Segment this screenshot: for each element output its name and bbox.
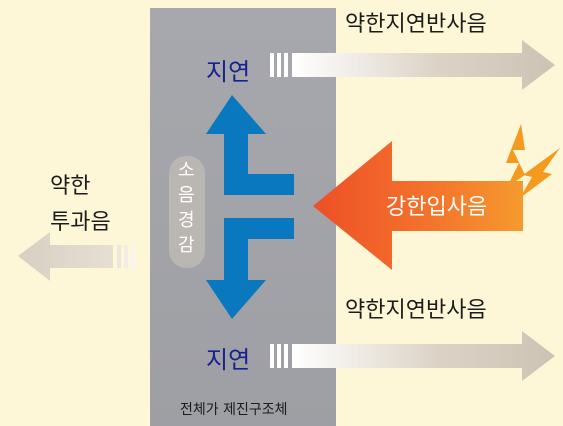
transmit-arrow <box>18 232 135 281</box>
noise-reduction-pill <box>169 156 205 268</box>
transmit-label-line2: 투과음 <box>50 210 111 235</box>
reflect-label-top: 약한지연반사음 <box>345 12 487 37</box>
noise-reduction-char: 경 <box>178 210 195 231</box>
lightning-bolt-icon <box>520 148 560 198</box>
reflect-label-bottom: 약한지연반사음 <box>345 298 487 323</box>
reflect-arrow-bottom <box>270 331 555 381</box>
transmit-label-line1: 약한 <box>50 174 91 199</box>
delay-label-top: 지연 <box>206 58 251 86</box>
incident-arrow <box>313 141 523 270</box>
lightning-bolt-icon <box>506 124 525 187</box>
blue-split-arrow <box>206 95 294 319</box>
incident-label: 강한입사음 <box>386 195 488 220</box>
noise-reduction-char: 음 <box>178 185 195 206</box>
noise-reduction-char: 감 <box>178 235 195 256</box>
delay-label-bottom: 지연 <box>206 346 251 374</box>
structure-caption: 전체가 제진구조체 <box>180 402 288 418</box>
reflect-arrow-top <box>270 40 555 90</box>
noise-reduction-char: 소 <box>178 160 195 181</box>
